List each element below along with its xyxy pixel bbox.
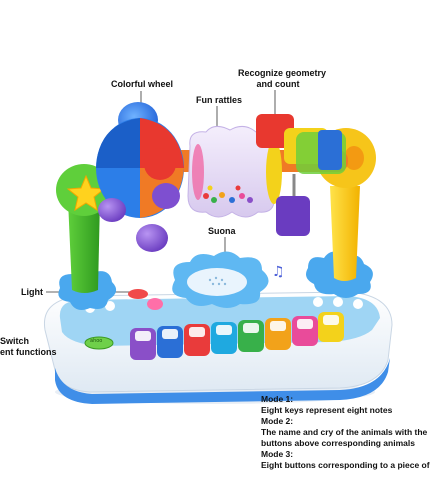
label-switch: Switch ent functions [0,336,57,358]
label-recognize-line1: Recognize geometry [238,68,327,78]
label-fun-rattles: Fun rattles [196,95,243,105]
label-suona: Suona [208,226,236,236]
modes-description: Mode 1: Eight keys represent eight notes… [261,394,430,471]
geometry-blocks [256,114,346,236]
label-switch-line1: Switch [0,336,30,346]
colorful-wheel [96,102,184,252]
switch-button-text: ahoo [90,338,103,344]
speaker-flower [172,251,269,308]
mode-line: Eight keys represent eight notes [261,405,393,415]
label-recognize-geometry: Recognize geometry and count [238,68,327,90]
mode-line: The name and cry of the animals with the… [261,427,430,437]
rattle [187,126,282,218]
mode-line: buttons above corresponding animals [261,438,415,448]
mode-line: Mode 1: [261,394,294,404]
mode-line: Mode 3: [261,449,294,459]
label-colorful-wheel: Colorful wheel [111,79,174,89]
label-switch-line2: ent functions [0,347,57,357]
mode-line: Eight buttons corresponding to a piece o… [261,460,430,470]
svg-text:♫: ♫ [272,264,285,280]
label-light: Light [21,287,43,297]
label-recognize-line2: and count [256,79,300,89]
mode-line: Mode 2: [261,416,294,426]
piano-keys [130,312,344,360]
